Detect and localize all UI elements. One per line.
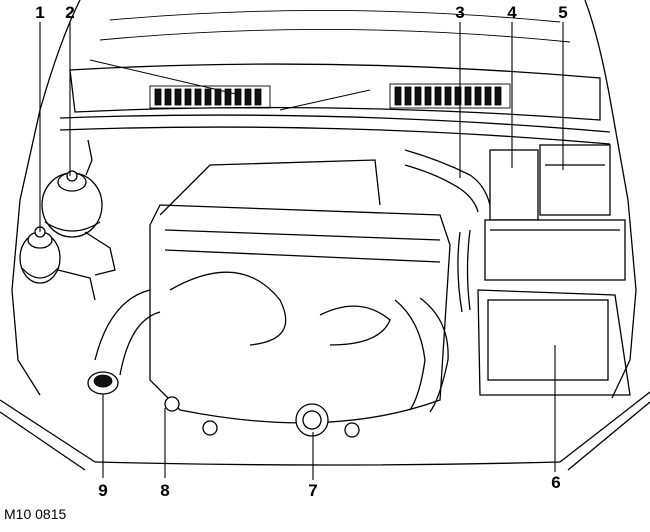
reservoirs <box>19 139 116 301</box>
callout-1: 1 <box>35 3 45 22</box>
callout-2: 2 <box>65 3 75 22</box>
callout-4: 4 <box>507 3 517 22</box>
callout-7: 7 <box>308 481 318 500</box>
figure-reference: M10 0815 <box>4 506 67 522</box>
intake-hose <box>87 289 180 412</box>
right-side-components <box>404 144 631 396</box>
scuttle-panel <box>59 59 611 145</box>
callout-6: 6 <box>551 473 561 492</box>
callout-5: 5 <box>558 3 568 22</box>
air-duct <box>394 297 449 413</box>
callout-9: 9 <box>98 481 108 500</box>
body-outline <box>0 0 650 471</box>
callout-8: 8 <box>160 481 170 500</box>
leader-lines <box>39 22 564 480</box>
callout-3: 3 <box>455 3 465 22</box>
engine-cover <box>149 159 451 438</box>
